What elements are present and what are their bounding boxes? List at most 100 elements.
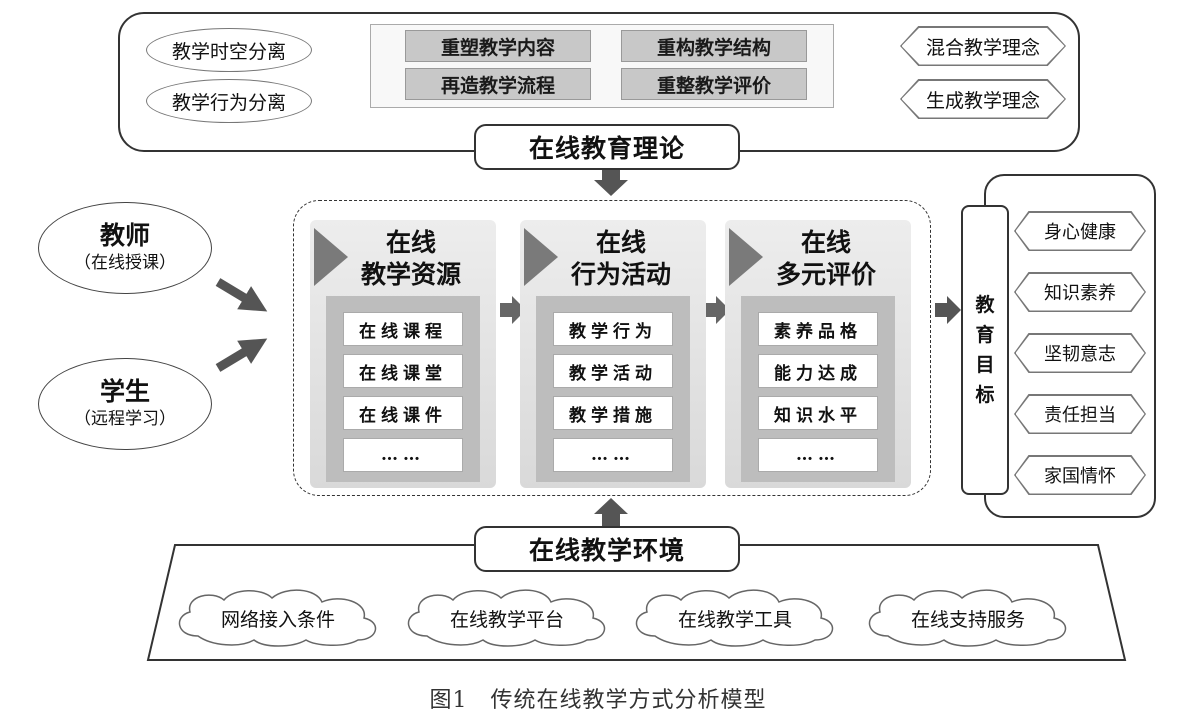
list-item-text: …… (381, 445, 425, 465)
reform-evaluation: 重整教学评价 (621, 68, 807, 100)
student-oval: 学生 （远程学习） (38, 358, 212, 450)
list-item-text: …… (591, 445, 635, 465)
list-item-text: 教学措施 (569, 405, 657, 426)
goal-item: 知识素养 (1014, 272, 1146, 312)
list-item-text: 在线课程 (359, 321, 447, 342)
teacher-oval: 教师 （在线授课） (38, 202, 212, 294)
column-evaluation: 在线 多元评价 素养品格 能力达成 知识水平 …… (725, 220, 911, 488)
cloud-shape (868, 589, 1067, 647)
list-item-text: 教学行为 (569, 321, 657, 342)
hex-label: 混合教学理念 (925, 36, 1040, 59)
cloud-network-access: 网络接入条件 (168, 586, 388, 650)
hex-blended-teaching: 混合教学理念 (900, 26, 1066, 66)
goal-item: 身心健康 (1014, 211, 1146, 251)
list-item: 在线课件 (343, 396, 463, 430)
goal-label-char: 目 (975, 354, 995, 376)
cloud-shape (407, 589, 606, 647)
list-item: 教学行为 (553, 312, 673, 346)
student-label: 学生 (99, 377, 150, 406)
goal-item-text: 身心健康 (1044, 222, 1116, 243)
goal-label-char: 标 (975, 384, 995, 406)
arrow-col1-col2 (500, 296, 526, 324)
list-item: …… (343, 438, 463, 472)
theory-title-text: 在线教育理论 (528, 134, 685, 163)
reform-structure: 重构教学结构 (621, 30, 807, 62)
oval-label: 教学时空分离 (171, 40, 286, 63)
column-title: 在线 多元评价 (751, 226, 901, 292)
list-item: 在线课堂 (343, 354, 463, 388)
triangle-icon (729, 228, 763, 286)
oval-time-space-separation: 教学时空分离 (146, 28, 312, 72)
list-item-text: …… (796, 445, 840, 465)
arrow-env-up (594, 498, 628, 528)
list-item: …… (758, 438, 878, 472)
cloud-label: 网络接入条件 (220, 608, 335, 631)
column-title-line2: 教学资源 (360, 260, 461, 289)
triangle-icon (524, 228, 558, 286)
column-title: 在线 教学资源 (336, 226, 486, 292)
figure-caption: 图1 传统在线教学方式分析模型 (0, 683, 1196, 713)
column-title-line1: 在线 (800, 228, 851, 257)
cloud-teaching-tools: 在线教学工具 (625, 586, 845, 650)
list-item: 教学活动 (553, 354, 673, 388)
reform-label: 重塑教学内容 (440, 36, 555, 59)
list-item: …… (553, 438, 673, 472)
reform-label: 重整教学评价 (656, 74, 771, 97)
arrow-col2-col3 (704, 296, 730, 324)
goal-item: 责任担当 (1014, 394, 1146, 434)
goal-item: 坚韧意志 (1014, 333, 1146, 373)
figure-caption-text: 图1 传统在线教学方式分析模型 (429, 688, 767, 713)
column-title-line1: 在线 (385, 228, 436, 257)
cloud-label: 在线支持服务 (910, 608, 1025, 631)
student-sub: （远程学习） (74, 409, 176, 429)
list-item-text: 在线课堂 (359, 363, 447, 384)
goal-item-text: 坚韧意志 (1044, 344, 1116, 365)
list-item-text: 在线课件 (359, 405, 447, 426)
list-item-text: 教学活动 (569, 363, 657, 384)
cloud-label: 在线教学平台 (449, 608, 564, 631)
cloud-shape (635, 589, 834, 647)
reform-label: 再造教学流程 (440, 74, 555, 97)
list-item: 素养品格 (758, 312, 878, 346)
list-item-text: 素养品格 (774, 321, 862, 342)
column-title-line2: 多元评价 (775, 260, 876, 289)
goal-item-text: 责任担当 (1044, 405, 1116, 426)
cloud-shape (178, 589, 377, 647)
goal-label-char: 育 (975, 324, 995, 346)
oval-behavior-separation: 教学行为分离 (146, 79, 312, 123)
column-title-line2: 行为活动 (570, 260, 671, 289)
teacher-label: 教师 (99, 221, 150, 250)
arrow-teacher (215, 278, 268, 312)
arrow-panel-goals (935, 296, 961, 324)
list-item-text: 知识水平 (774, 405, 862, 426)
reform-label: 重构教学结构 (656, 36, 771, 59)
list-item-text: 能力达成 (774, 363, 862, 384)
reform-process: 再造教学流程 (405, 68, 591, 100)
column-resources: 在线 教学资源 在线课程 在线课堂 在线课件 …… (310, 220, 496, 488)
column-title: 在线 行为活动 (546, 226, 696, 292)
education-goals-label: 教 育 目 标 (961, 205, 1009, 495)
hex-label: 生成教学理念 (925, 89, 1040, 112)
list-item: 能力达成 (758, 354, 878, 388)
goal-item: 家国情怀 (1014, 455, 1146, 495)
cloud-teaching-platform: 在线教学平台 (397, 586, 617, 650)
teacher-sub: （在线授课） (74, 253, 176, 273)
arrow-theory-down (594, 170, 628, 196)
online-teaching-panel (293, 200, 931, 496)
list-item: 教学措施 (553, 396, 673, 430)
column-activities: 在线 行为活动 教学行为 教学活动 教学措施 …… (520, 220, 706, 488)
reform-content: 重塑教学内容 (405, 30, 591, 62)
cloud-support-services: 在线支持服务 (858, 586, 1078, 650)
triangle-icon (314, 228, 348, 286)
list-item: 在线课程 (343, 312, 463, 346)
goal-item-text: 知识素养 (1044, 283, 1116, 304)
environment-title-text: 在线教学环境 (528, 536, 685, 565)
hex-generative-teaching: 生成教学理念 (900, 79, 1066, 119)
arrow-student (215, 338, 268, 372)
goal-label-char: 教 (975, 294, 995, 316)
list-item: 知识水平 (758, 396, 878, 430)
theory-title: 在线教育理论 (474, 124, 740, 170)
goal-item-text: 家国情怀 (1044, 466, 1116, 487)
column-title-line1: 在线 (595, 228, 646, 257)
environment-title: 在线教学环境 (474, 526, 740, 572)
